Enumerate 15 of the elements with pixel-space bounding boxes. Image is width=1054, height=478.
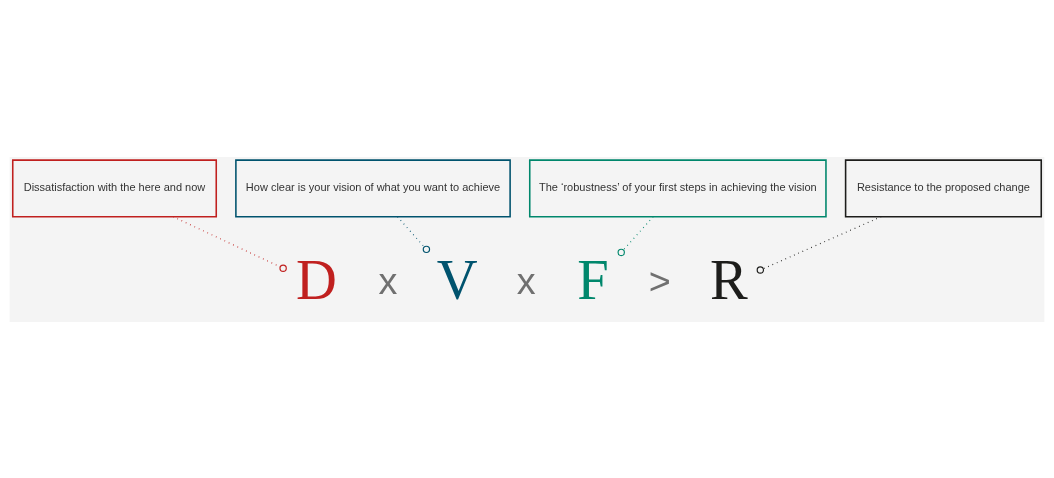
label: x (378, 259, 398, 302)
node-text: F (577, 248, 609, 311)
label: > (648, 259, 671, 302)
node-box: Dissatisfaction with the here and now (11, 158, 218, 217)
node-box: The ‘robustness’ of your first steps in achieving the vision (528, 158, 827, 217)
node-text: V (436, 248, 478, 311)
node-text: D (296, 248, 337, 311)
connector (396, 215, 431, 253)
node-box: How clear is your vision of what you want to achieve (235, 158, 511, 217)
connector (172, 215, 287, 272)
node-box: Resistance to the proposed change (844, 158, 1043, 217)
node-text: R (710, 248, 748, 311)
connector (617, 215, 654, 256)
label: x (516, 259, 536, 302)
connector (756, 215, 882, 274)
